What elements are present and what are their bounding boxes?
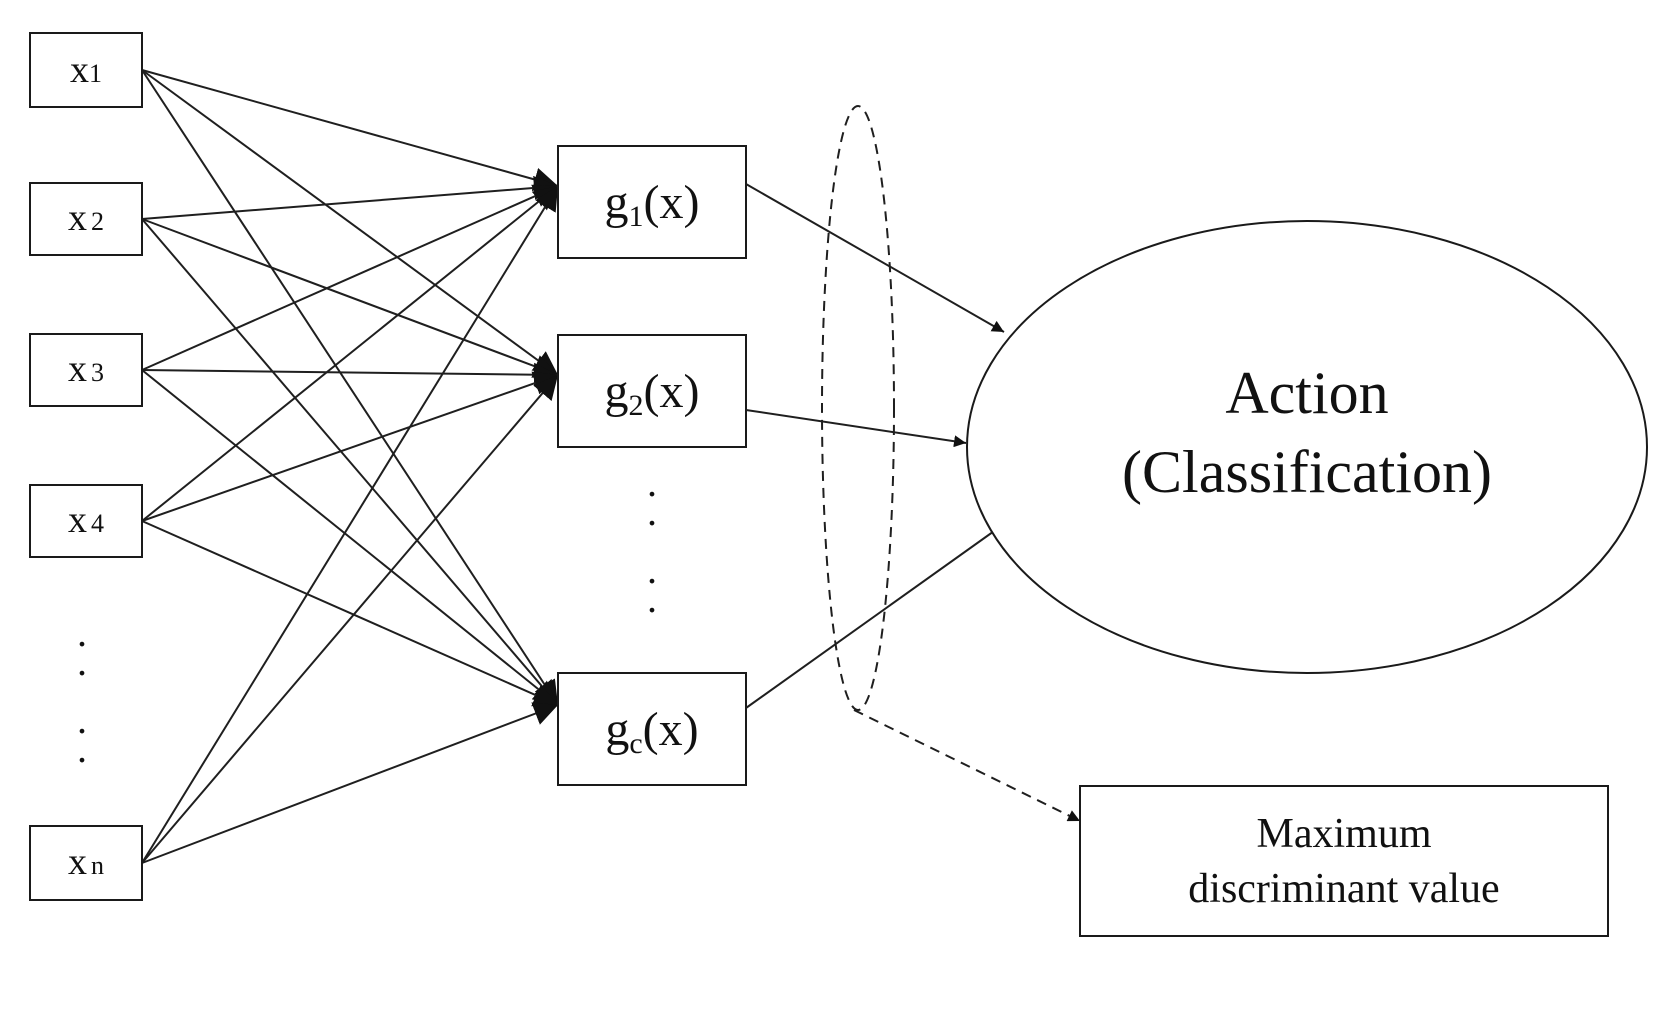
ellipsis-dot: . <box>647 460 657 505</box>
edge-x2-to-gc <box>141 218 559 706</box>
input-x3-subscript: 3 <box>91 358 104 387</box>
edge-xn-to-gc <box>141 702 559 864</box>
svg-text:g1(x): g1(x) <box>605 176 700 233</box>
input-x2-base: x <box>68 197 87 239</box>
ellipsis-dot: . <box>647 489 657 534</box>
action-label: Action <box>1225 360 1388 426</box>
ellipsis-dot: . <box>77 697 87 742</box>
maximum-discriminant-value-node: Maximum discriminant value <box>1079 785 1609 937</box>
g1-subscript: 1 <box>629 200 644 233</box>
g2-subscript: 2 <box>629 389 644 422</box>
ellipsis-dot: . <box>77 610 87 655</box>
edge-x3-to-g1 <box>141 184 559 371</box>
edge-x4-to-g2 <box>141 371 559 522</box>
function-node-gc: gc(x) <box>557 672 747 786</box>
gc-base: g <box>605 703 629 756</box>
edge-x1-to-g1 <box>141 69 559 192</box>
input-x3-base: x <box>68 348 87 390</box>
discriminant-value-label: discriminant value <box>1188 866 1499 912</box>
edge-x1-to-gc <box>141 69 559 706</box>
input-x4-subscript: 4 <box>91 509 104 538</box>
input-xn-subscript: n <box>91 851 104 880</box>
edge-x4-to-gc <box>141 520 559 707</box>
edge-x1-to-g2 <box>141 69 559 376</box>
svg-text:x4: x4 <box>68 499 104 541</box>
classification-label: (Classification) <box>1122 439 1492 505</box>
g2-base: g <box>605 365 629 418</box>
gc-argument: (x) <box>643 703 699 756</box>
svg-text:x1: x1 <box>70 49 102 91</box>
ellipsis-dot: . <box>77 639 87 684</box>
functions-vertical-ellipsis: . . . . <box>647 460 657 621</box>
edge-x2-to-g2 <box>141 218 559 378</box>
input-x1-base: x <box>70 49 89 91</box>
edge-xn-to-g2 <box>141 374 559 864</box>
input-xn-base: x <box>68 841 87 883</box>
edge-x4-to-g1 <box>141 185 559 522</box>
ellipsis-dot: . <box>77 726 87 771</box>
action-classification-node: Action (Classification) <box>966 220 1648 674</box>
inputs-vertical-ellipsis: . . . . <box>77 610 87 771</box>
g2-argument: (x) <box>644 365 700 418</box>
max-value-dashed-arrow <box>853 709 1081 822</box>
gc-to-action-arrow <box>745 523 1005 709</box>
gc-subscript: c <box>629 727 642 760</box>
edge-x2-to-g1 <box>141 175 559 220</box>
ellipsis-dot: . <box>647 576 657 621</box>
edge-x3-to-g2 <box>141 362 559 387</box>
svg-text:xn: xn <box>68 841 104 883</box>
max-selector-dashed-ellipse <box>821 105 895 711</box>
input-node-x1: x1 <box>29 32 143 108</box>
g2-to-action-arrow <box>745 409 967 448</box>
function-node-g2: g2(x) <box>557 334 747 448</box>
svg-text:g2(x): g2(x) <box>605 365 700 422</box>
edge-x3-to-gc <box>141 369 559 706</box>
maximum-label: Maximum <box>1257 811 1432 857</box>
g1-to-action-arrow <box>745 183 1005 333</box>
input-x4-base: x <box>68 499 87 541</box>
input-x1-subscript: 1 <box>89 59 102 88</box>
svg-text:gc(x): gc(x) <box>605 703 698 760</box>
input-to-function-connections <box>141 69 559 864</box>
ellipsis-dot: . <box>647 547 657 592</box>
svg-text:x2: x2 <box>68 197 104 239</box>
function-node-g1: g1(x) <box>557 145 747 259</box>
input-x2-subscript: 2 <box>91 207 104 236</box>
g1-base: g <box>605 176 629 229</box>
edge-xn-to-g1 <box>141 185 559 864</box>
g1-argument: (x) <box>644 176 700 229</box>
svg-text:x3: x3 <box>68 348 104 390</box>
